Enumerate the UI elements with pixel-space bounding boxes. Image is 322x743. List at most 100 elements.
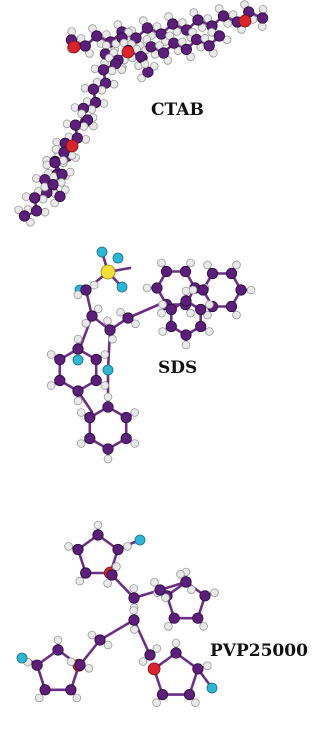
pvp-h-atom: [161, 593, 170, 602]
sds-h-atom: [203, 310, 212, 320]
pvp-h-atom: [64, 542, 73, 551]
ctab-h-atom: [97, 85, 107, 95]
pvp-h-atom: [164, 621, 173, 631]
ctab-c-atom: [49, 157, 61, 169]
pvp-c-atom: [128, 614, 140, 626]
sds-c-atom: [120, 432, 132, 445]
ctab-h-atom: [26, 217, 35, 227]
pvp-h-atom: [34, 693, 44, 703]
ctab-h-atom: [70, 103, 80, 112]
pvp-c-atom: [106, 569, 118, 581]
sds-c-atom: [197, 284, 209, 296]
sds-h-atom: [130, 408, 140, 417]
sds-c-atom: [90, 374, 102, 387]
pvp-h-atom: [152, 698, 161, 707]
sds-h-atom: [131, 319, 140, 329]
sds-h-atom: [205, 327, 214, 336]
ctab-c-atom: [29, 192, 41, 204]
ctab-h-atom: [117, 65, 127, 74]
pvp-h-atom: [150, 577, 159, 587]
pvp-h-atom: [87, 630, 97, 640]
sds-h-atom: [158, 327, 167, 336]
ctab-c-atom: [135, 50, 147, 63]
ctab-c-atom: [145, 41, 157, 53]
sds-c-atom: [225, 267, 238, 280]
pvp-bond: [98, 618, 136, 642]
pvp-h-atom: [171, 638, 181, 648]
ctab-h-atom: [52, 137, 62, 147]
ctab-h-atom: [109, 79, 119, 89]
pvp-h-atom: [53, 635, 63, 645]
pvp-c-atom: [156, 688, 169, 701]
ctab-c-atom: [203, 40, 215, 52]
sds-c-atom: [80, 284, 92, 296]
ctab-h-atom: [90, 64, 100, 74]
ctab-h-atom: [80, 83, 90, 93]
sds-h-atom: [232, 260, 241, 270]
sds-c-atom: [84, 432, 96, 445]
sds-h-atom: [205, 300, 214, 309]
ctab-h-atom: [81, 135, 91, 144]
pvp-h-atom: [129, 584, 139, 593]
pvp-n-atom: [206, 682, 218, 694]
pvp-c-atom: [192, 663, 204, 675]
ctab-c-atom: [87, 83, 100, 95]
pvp-h-atom: [72, 693, 82, 703]
sds-n-atom: [116, 281, 128, 293]
sds-h-atom: [157, 308, 166, 318]
pvp-c-atom: [65, 684, 77, 696]
ctab-h-atom: [87, 105, 97, 114]
sds-c-atom: [195, 303, 207, 316]
sds-c-atom: [179, 265, 192, 278]
sds-n-atom: [112, 252, 124, 264]
sds-h-atom: [93, 304, 103, 314]
pvp-c-atom: [72, 543, 84, 556]
pvp-c-atom: [170, 647, 182, 659]
sds-h-atom: [73, 396, 83, 406]
ctab-c-atom: [47, 179, 59, 191]
atom-layer: [14, 0, 269, 707]
pvp-h-atom: [66, 657, 76, 666]
pvp-h-atom: [123, 542, 132, 551]
pvp-c-atom: [31, 659, 43, 671]
ctab-c-atom: [168, 37, 180, 49]
ctab-h-atom: [137, 73, 146, 83]
sds-n-atom: [102, 364, 114, 376]
pvp-h-atom: [129, 606, 139, 615]
ctab-c-atom: [69, 119, 82, 131]
ctab-h-atom: [32, 174, 41, 183]
pvp-o-atom: [147, 662, 161, 676]
sds-h-atom: [73, 334, 83, 344]
sds-bond: [78, 314, 94, 350]
pvp-c-atom: [94, 634, 106, 646]
ctab-c-atom: [141, 22, 153, 34]
sds-h-atom: [73, 290, 83, 300]
sds-h-atom: [103, 454, 113, 464]
sds-h-atom: [89, 280, 99, 290]
ctab-c-atom: [97, 64, 110, 76]
ctab-o-atom: [65, 139, 79, 153]
pvp-h-atom: [103, 579, 112, 588]
sds-h-atom: [76, 408, 86, 417]
pvp-c-atom: [154, 584, 166, 596]
sds-c-atom: [160, 265, 173, 278]
sds-h-atom: [186, 308, 195, 318]
sds-label: SDS: [158, 358, 197, 378]
pvp-c-atom: [52, 644, 64, 656]
sds-h-atom: [158, 300, 167, 309]
pvp-c-atom: [128, 592, 140, 604]
sds-h-atom: [232, 310, 241, 320]
sds-h-atom: [46, 381, 56, 390]
sds-h-atom: [203, 260, 212, 270]
sds-c-atom: [72, 385, 84, 397]
ctab-h-atom: [67, 27, 76, 36]
sds-c-atom: [122, 312, 134, 324]
ctab-o-atom: [121, 45, 135, 59]
ctab-c-atom: [18, 210, 31, 222]
sds-c-atom: [165, 320, 177, 333]
sds-h-atom: [116, 307, 125, 317]
ctab-c-atom: [91, 30, 103, 42]
sds-n-atom: [72, 354, 84, 366]
sds-c-atom: [120, 411, 132, 424]
